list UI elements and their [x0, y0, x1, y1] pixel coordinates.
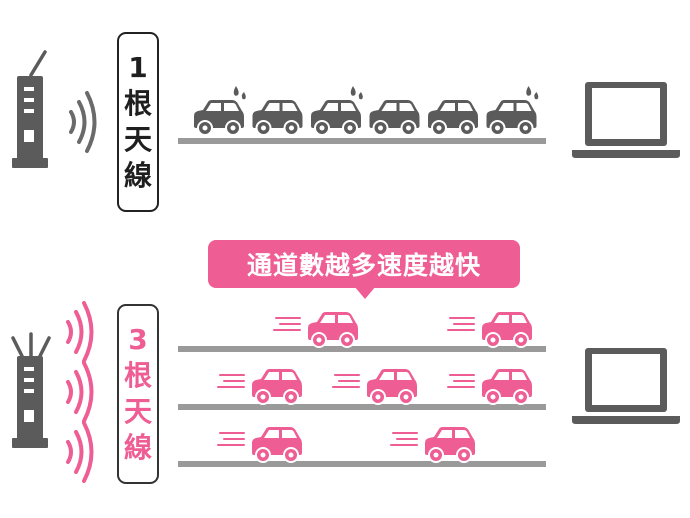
- car-icon: [486, 86, 539, 136]
- bottom-laptop-icon: [572, 348, 680, 424]
- car-icon: [273, 312, 358, 348]
- bottom-roads: [178, 346, 546, 467]
- car-icon: [447, 312, 532, 348]
- label-line: 天: [123, 395, 152, 428]
- car-icon: [217, 427, 302, 463]
- car-icon: [428, 100, 478, 136]
- car-icon: [311, 86, 363, 136]
- top-wifi-waves-icon: [69, 91, 97, 153]
- car-icon: [252, 100, 303, 136]
- top-router-icon: [12, 50, 48, 168]
- bottom-wifi-waves-icon: [66, 301, 94, 483]
- callout-text: 通道數越多速度越快: [246, 251, 481, 280]
- car-icon: [332, 369, 417, 405]
- label-line: 根: [123, 359, 152, 392]
- speed-callout: 通道數越多速度越快: [208, 240, 520, 288]
- car-icon: [217, 369, 302, 405]
- single-antenna-label: 1 根 天 線: [117, 32, 159, 212]
- bottom-router-icon: [11, 332, 51, 448]
- triple-antenna-label: 3 根 天 線: [117, 304, 159, 484]
- label-line: 天: [123, 123, 152, 156]
- label-line: 線: [123, 431, 152, 464]
- label-line: 根: [123, 87, 152, 120]
- top-road: [178, 138, 546, 144]
- car-icon: [390, 427, 475, 463]
- bottom-car-lanes: [217, 312, 532, 463]
- label-line: 3: [128, 323, 148, 356]
- callout-tail: [354, 286, 376, 299]
- top-car-row: [194, 86, 539, 136]
- car-icon: [447, 369, 532, 405]
- top-laptop-icon: [572, 82, 680, 158]
- car-icon: [369, 100, 420, 136]
- label-line: 線: [123, 159, 152, 192]
- car-icon: [194, 86, 246, 136]
- label-line: 1: [128, 51, 148, 84]
